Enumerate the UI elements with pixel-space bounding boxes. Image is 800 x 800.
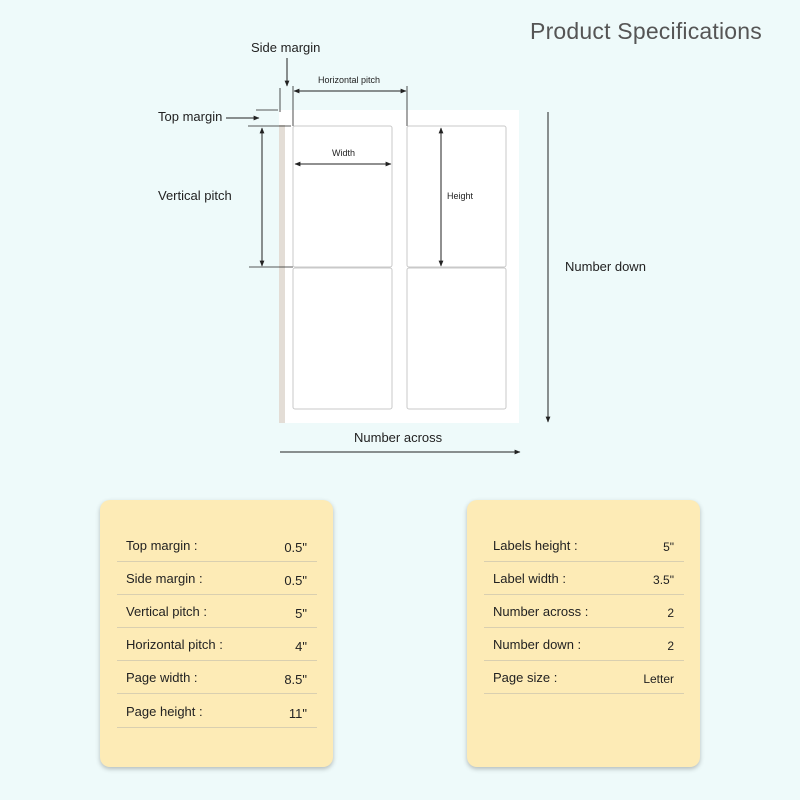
spec-label: Label width : [493,571,566,586]
spec-label: Number across : [493,604,589,619]
spec-value: 2 [667,639,674,653]
spec-row-number-down: Number down : 2 [484,627,684,661]
spec-value: 0.5" [284,573,307,588]
number-across-label: Number across [354,430,443,445]
spec-row-label-width: Label width : 3.5" [484,561,684,595]
horizontal-pitch-label: Horizontal pitch [318,75,380,85]
vertical-pitch-label: Vertical pitch [158,188,232,203]
spec-row-number-across: Number across : 2 [484,594,684,628]
specs-card-right: Labels height : 5" Label width : 3.5" Nu… [467,500,700,767]
label-bottom-right [406,267,507,410]
spec-value: Letter [643,672,674,686]
spec-row-vertical-pitch: Vertical pitch : 5" [117,594,317,628]
spec-label: Horizontal pitch : [126,637,223,652]
spec-value: 2 [667,606,674,620]
spec-value: 3.5" [653,573,674,587]
spec-label: Page width : [126,670,198,685]
label-bottom-left [292,267,393,410]
spec-label: Page height : [126,704,203,719]
label-layout-diagram: Side margin Top margin Horizontal pitch … [158,40,646,455]
spec-value: 4" [295,639,307,654]
spec-label: Top margin : [126,538,198,553]
label-top-left [292,125,393,268]
height-label: Height [447,191,474,201]
spec-row-page-height: Page height : 11" [117,694,317,728]
spec-value: 8.5" [284,672,307,687]
spec-row-side-margin: Side margin : 0.5" [117,561,317,595]
spec-label: Page size : [493,670,558,685]
spec-label: Side margin : [126,571,203,586]
width-label: Width [332,148,355,158]
spec-row-top-margin: Top margin : 0.5" [117,528,317,562]
spec-value: 5" [295,606,307,621]
spec-row-page-size: Page size : Letter [484,660,684,694]
page-title: Product Specifications [530,18,762,44]
spec-row-page-width: Page width : 8.5" [117,660,317,694]
spec-row-horizontal-pitch: Horizontal pitch : 4" [117,627,317,661]
spec-label: Vertical pitch : [126,604,207,619]
sheet-left-edge [279,125,285,423]
spec-label: Number down : [493,637,582,652]
specs-card-left: Top margin : 0.5" Side margin : 0.5" Ver… [100,500,333,767]
top-margin-label: Top margin [158,109,222,124]
number-down-label: Number down [565,259,646,274]
spec-row-labels-height: Labels height : 5" [484,528,684,562]
spec-value: 0.5" [284,540,307,555]
spec-label: Labels height : [493,538,578,553]
side-margin-label: Side margin [251,40,320,55]
spec-value: 5" [663,540,674,554]
spec-value: 11" [288,706,307,721]
label-top-right [406,125,507,268]
